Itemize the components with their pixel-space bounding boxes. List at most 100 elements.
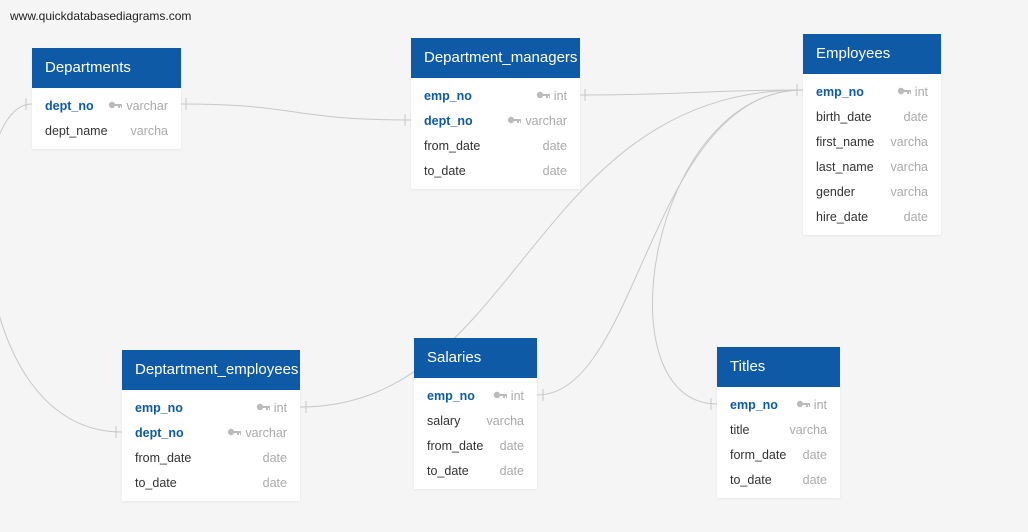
- field-type: date: [903, 110, 928, 124]
- field-type: varcha: [890, 135, 928, 149]
- field-row[interactable]: to_date date: [411, 159, 580, 184]
- field-type: date: [499, 464, 524, 478]
- field-row[interactable]: from_date date: [414, 434, 537, 459]
- field-row[interactable]: gender varcha: [803, 180, 941, 205]
- table-title: Deptartment_employees: [122, 350, 300, 390]
- field-type: date: [802, 448, 827, 462]
- field-type: date: [262, 451, 287, 465]
- table-employees[interactable]: Employees emp_no int birth_date date fir…: [803, 34, 941, 235]
- field-row[interactable]: form_date date: [717, 443, 840, 468]
- field-name: emp_no: [135, 401, 183, 415]
- field-type: varchar: [507, 109, 567, 134]
- field-name: emp_no: [816, 85, 864, 99]
- field-row[interactable]: from_date date: [411, 134, 580, 159]
- field-type: date: [542, 164, 567, 178]
- field-type: int: [256, 396, 287, 421]
- field-type: varcha: [486, 414, 524, 428]
- field-name: first_name: [816, 135, 875, 149]
- key-icon: [507, 108, 522, 133]
- field-name: from_date: [424, 139, 481, 153]
- field-row[interactable]: emp_no int: [122, 396, 300, 421]
- field-name: dept_name: [45, 124, 108, 138]
- field-name: hire_date: [816, 210, 869, 224]
- rel-dept-employees-employees: [299, 89, 804, 408]
- field-row[interactable]: emp_no int: [803, 80, 941, 105]
- field-name: to_date: [424, 164, 466, 178]
- field-row[interactable]: emp_no int: [411, 84, 580, 109]
- field-row[interactable]: dept_no varchar: [411, 109, 580, 134]
- field-name: to_date: [427, 464, 469, 478]
- field-row[interactable]: from_date date: [122, 446, 300, 471]
- field-name: birth_date: [816, 110, 872, 124]
- table-title: Salaries: [414, 338, 537, 378]
- field-row[interactable]: birth_date date: [803, 105, 941, 130]
- field-type: int: [897, 80, 928, 105]
- field-type: int: [536, 84, 567, 109]
- table-title: Employees: [803, 34, 941, 74]
- key-icon: [897, 79, 911, 104]
- table-departments[interactable]: Departments dept_no varchar dept_name va…: [32, 48, 181, 149]
- field-name: to_date: [730, 473, 772, 487]
- key-icon: [536, 83, 550, 108]
- rel-salaries-employees: [536, 89, 804, 396]
- table-department-managers[interactable]: Department_managers emp_no int dept_no v…: [411, 38, 580, 189]
- rel-departments-dept-employees: [0, 103, 123, 433]
- field-type: varchar: [227, 421, 287, 446]
- field-row[interactable]: hire_date date: [803, 205, 941, 230]
- field-type: int: [796, 393, 827, 418]
- table-salaries[interactable]: Salaries emp_no int salary varcha from_d…: [414, 338, 537, 489]
- field-type: varchar: [108, 94, 168, 119]
- field-type: date: [903, 210, 928, 224]
- site-watermark: www.quickdatabasediagrams.com: [10, 9, 192, 23]
- field-row[interactable]: emp_no int: [414, 384, 537, 409]
- field-name: salary: [427, 414, 461, 428]
- table-department-employees[interactable]: Deptartment_employees emp_no int dept_no…: [122, 350, 300, 501]
- field-name: last_name: [816, 160, 874, 174]
- field-row[interactable]: emp_no int: [717, 393, 840, 418]
- field-type: date: [262, 476, 287, 490]
- field-name: from_date: [427, 439, 484, 453]
- field-name: emp_no: [427, 389, 475, 403]
- field-name: dept_no: [135, 426, 184, 440]
- field-row[interactable]: to_date date: [414, 459, 537, 484]
- rel-titles-employees: [652, 89, 804, 405]
- field-name: form_date: [730, 448, 787, 462]
- rel-managers-employees: [579, 89, 804, 96]
- field-type: varcha: [130, 124, 168, 138]
- table-title: Departments: [32, 48, 181, 88]
- field-row[interactable]: dept_no varchar: [32, 94, 181, 119]
- table-title: Titles: [717, 347, 840, 387]
- field-name: to_date: [135, 476, 177, 490]
- field-name: emp_no: [424, 89, 472, 103]
- field-row[interactable]: dept_name varcha: [32, 119, 181, 144]
- field-row[interactable]: to_date date: [717, 468, 840, 493]
- field-name: title: [730, 423, 750, 437]
- field-name: dept_no: [424, 114, 473, 128]
- field-type: varcha: [890, 160, 928, 174]
- key-icon: [108, 93, 123, 118]
- field-name: emp_no: [730, 398, 778, 412]
- field-row[interactable]: first_name varcha: [803, 130, 941, 155]
- field-type: date: [802, 473, 827, 487]
- rel-departments-managers: [180, 103, 412, 121]
- field-row[interactable]: title varcha: [717, 418, 840, 443]
- field-row[interactable]: dept_no varchar: [122, 421, 300, 446]
- key-icon: [796, 392, 810, 417]
- field-name: from_date: [135, 451, 192, 465]
- field-type: date: [542, 139, 567, 153]
- key-icon: [256, 395, 270, 420]
- field-row[interactable]: salary varcha: [414, 409, 537, 434]
- field-name: dept_no: [45, 99, 94, 113]
- field-type: date: [499, 439, 524, 453]
- field-row[interactable]: last_name varcha: [803, 155, 941, 180]
- table-title: Department_managers: [411, 38, 580, 78]
- field-type: varcha: [890, 185, 928, 199]
- field-row[interactable]: to_date date: [122, 471, 300, 496]
- key-icon: [227, 420, 242, 445]
- field-name: gender: [816, 185, 855, 199]
- field-type: int: [493, 384, 524, 409]
- field-type: varcha: [789, 423, 827, 437]
- key-icon: [493, 383, 507, 408]
- table-titles[interactable]: Titles emp_no int title varcha form_date…: [717, 347, 840, 498]
